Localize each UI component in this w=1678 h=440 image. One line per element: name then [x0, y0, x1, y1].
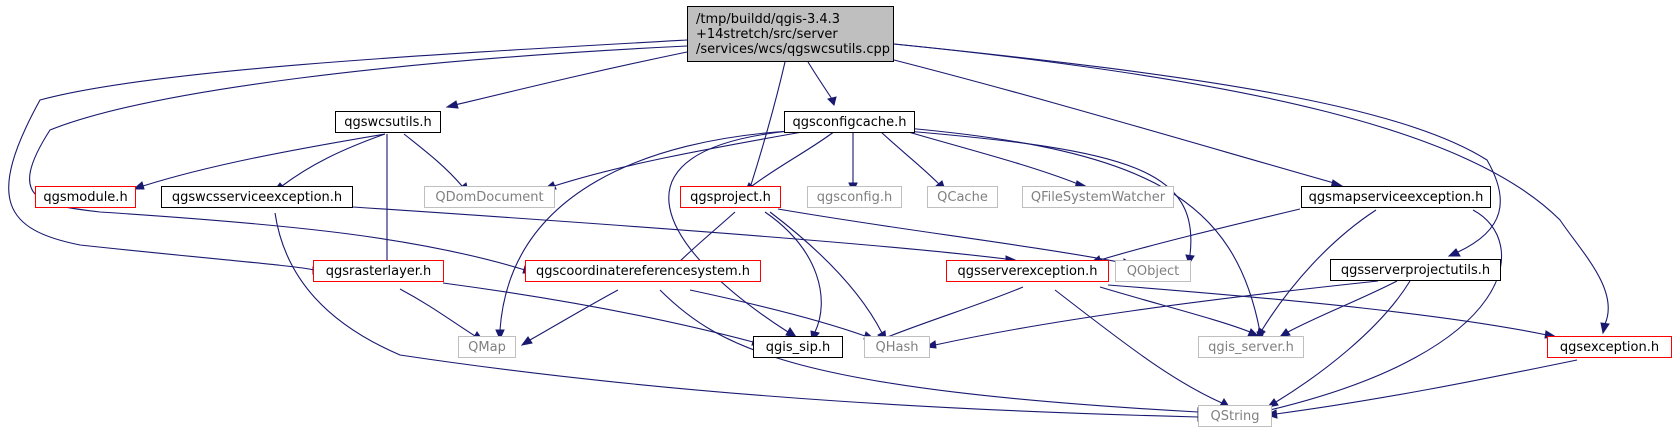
edge-qgsserverexception-qgis-server — [1099, 286, 1251, 333]
node-qgsserverprojectutils-h[interactable]: qgsserverprojectutils.h — [1330, 259, 1501, 281]
node-qgsproject-h[interactable]: qgsproject.h — [680, 186, 781, 208]
node-qgswcsutils-h[interactable]: qgswcsutils.h — [335, 111, 441, 133]
edge-root-qgsexception — [893, 43, 1609, 325]
edge-qgsrasterlayer-qmap — [399, 288, 476, 337]
arrow — [1256, 327, 1266, 339]
node-label: QDomDocument — [435, 189, 544, 205]
arrow — [1447, 248, 1461, 257]
edge-qgsproject-qgscoordinatereferencesystem — [674, 211, 736, 267]
arrow — [445, 100, 459, 109]
edge-qgsproject-qgis-sip — [764, 211, 822, 333]
node-label: QCache — [937, 189, 988, 205]
edge-root-qgswcsutils — [454, 51, 688, 106]
node-label: qgsconfigcache.h — [792, 114, 907, 130]
edge-root-qgscoordinatereferencesystem — [29, 45, 688, 271]
edge-qgsconfigcache-qgsproject — [751, 130, 836, 187]
node-label: QObject — [1126, 263, 1180, 279]
edge-root-qgsconfigcache — [807, 61, 833, 100]
node-qgsserverexception-h[interactable]: qgsserverexception.h — [946, 260, 1109, 282]
source-file-path-line-3: /services/wcs/qgswcsutils.cpp — [696, 41, 890, 57]
edge-qgscoordinatereferencesystem-qhash — [689, 289, 866, 337]
edge-qgsserverprojectutils-qgis-server — [1287, 280, 1398, 333]
arrow — [1247, 328, 1260, 337]
node-qfilesystemwatcher: QFileSystemWatcher — [1022, 186, 1174, 208]
node-qgsmapserviceexception-h[interactable]: qgsmapserviceexception.h — [1301, 186, 1491, 208]
node-qgsconfigcache-h[interactable]: qgsconfigcache.h — [784, 111, 915, 133]
node-label: qgsproject.h — [690, 189, 771, 205]
node-qhash: QHash — [864, 336, 930, 358]
edge-root-qgsrasterlayer — [8, 39, 688, 271]
edge-qgsconfigcache-qcache — [879, 130, 940, 185]
node-label: qgsmodule.h — [43, 189, 128, 205]
node-label: QHash — [875, 339, 919, 355]
edge-qgsmapserviceexception-qgis-server — [1261, 209, 1377, 331]
node-label: qgsmapserviceexception.h — [1308, 189, 1484, 205]
arrow — [1600, 322, 1610, 335]
node-qgswcsserviceexception-h[interactable]: qgswcsserviceexception.h — [161, 186, 353, 208]
node-qdomdocument: QDomDocument — [424, 186, 555, 208]
node-label: qgsserverexception.h — [957, 263, 1098, 279]
edge-qgswcsserviceexception-qstring — [274, 212, 1199, 418]
arrow — [827, 96, 837, 106]
source-file-path-line-1: /tmp/buildd/qgis-3.4.3 — [696, 11, 841, 27]
node-label: qgsconfig.h — [816, 189, 893, 205]
edge-qgswcsutils-qgswcsserviceexception — [281, 133, 386, 187]
node-label: qgsserverprojectutils.h — [1340, 262, 1491, 278]
arrow — [132, 181, 145, 190]
edge-qgsrasterlayer-qgis-sip — [442, 282, 754, 343]
node-qgis-server-h: qgis_server.h — [1198, 336, 1304, 358]
edge-qgsexception-qstring — [1275, 359, 1578, 415]
edge-qgsconfigcache-qdomdocument — [553, 130, 809, 187]
edge-qgswcsutils-qgsmodule — [142, 133, 386, 187]
edge-qgsserverexception-qgis-sip — [884, 286, 1024, 339]
node-qgsrasterlayer-h[interactable]: qgsrasterlayer.h — [313, 260, 444, 282]
node-qgis-sip-h[interactable]: qgis_sip.h — [753, 336, 843, 358]
edge-root-qgsmapserviceexception — [893, 59, 1335, 184]
arrow — [520, 336, 533, 346]
node-qstring: QString — [1198, 405, 1272, 427]
edge-qgsproject-qobject — [777, 208, 1125, 264]
edge-qgscoordinatereferencesystem-qmap — [529, 289, 619, 341]
node-qgscoordinatereferencesystem-h[interactable]: qgscoordinatereferencesystem.h — [525, 260, 761, 282]
arrow — [1185, 254, 1195, 266]
edge-qgsserverprojectutils-qstring — [1275, 280, 1411, 403]
edge-qgswcsserviceexception-qgsserverexception — [352, 206, 1007, 260]
source-file-path-line-2: +14stretch/src/server — [696, 26, 838, 42]
edge-qgsserverprojectutils-qhash — [934, 280, 1379, 346]
node-label: qgsexception.h — [1559, 339, 1660, 355]
node-qmap: QMap — [458, 336, 516, 358]
node-label: QString — [1210, 408, 1260, 424]
node-qgsconfig-h: qgsconfig.h — [807, 186, 902, 208]
edge-qgsmapserviceexception-qgsserverexception — [1099, 208, 1301, 261]
node-label: qgsrasterlayer.h — [325, 263, 432, 279]
node-qcache: QCache — [927, 186, 998, 208]
node-label: qgis_server.h — [1208, 339, 1294, 355]
edge-root-qgsproject — [749, 61, 786, 189]
edge-qgsconfigcache-qfilesystemwatcher — [904, 130, 1079, 185]
source-file-node: /tmp/buildd/qgis-3.4.3 +14stretch/src/se… — [687, 6, 894, 62]
node-qobject: QObject — [1115, 260, 1191, 282]
edge-qgsserverexception-qgsexception — [1107, 284, 1548, 336]
node-label: QFileSystemWatcher — [1030, 189, 1166, 205]
edge-qgsconfigcache-qgis-sip — [668, 130, 791, 333]
node-label: QMap — [468, 339, 506, 355]
edge-qgsmapserviceexception-qstring — [1269, 209, 1502, 411]
edge-qgscoordinatereferencesystem-qstring — [659, 289, 1199, 413]
edge-qgsproject-qhash — [769, 211, 883, 334]
node-qgsmodule-h[interactable]: qgsmodule.h — [35, 186, 136, 208]
node-label: qgswcsserviceexception.h — [171, 189, 343, 205]
node-label: qgswcsutils.h — [344, 114, 432, 130]
edge-root-qgsserverprojectutils — [893, 43, 1501, 253]
edge-qgsconfigcache-qmap — [499, 130, 791, 331]
edge-qgsconfigcache-qobject — [905, 130, 1192, 256]
node-label: qgis_sip.h — [765, 339, 831, 355]
edge-qgsserverexception-qstring — [1054, 289, 1223, 404]
node-qgsexception-h[interactable]: qgsexception.h — [1547, 336, 1672, 358]
node-label: qgscoordinatereferencesystem.h — [535, 263, 751, 279]
edge-qgswcsutils-qdomdocument — [403, 133, 463, 187]
arrow — [495, 329, 505, 341]
